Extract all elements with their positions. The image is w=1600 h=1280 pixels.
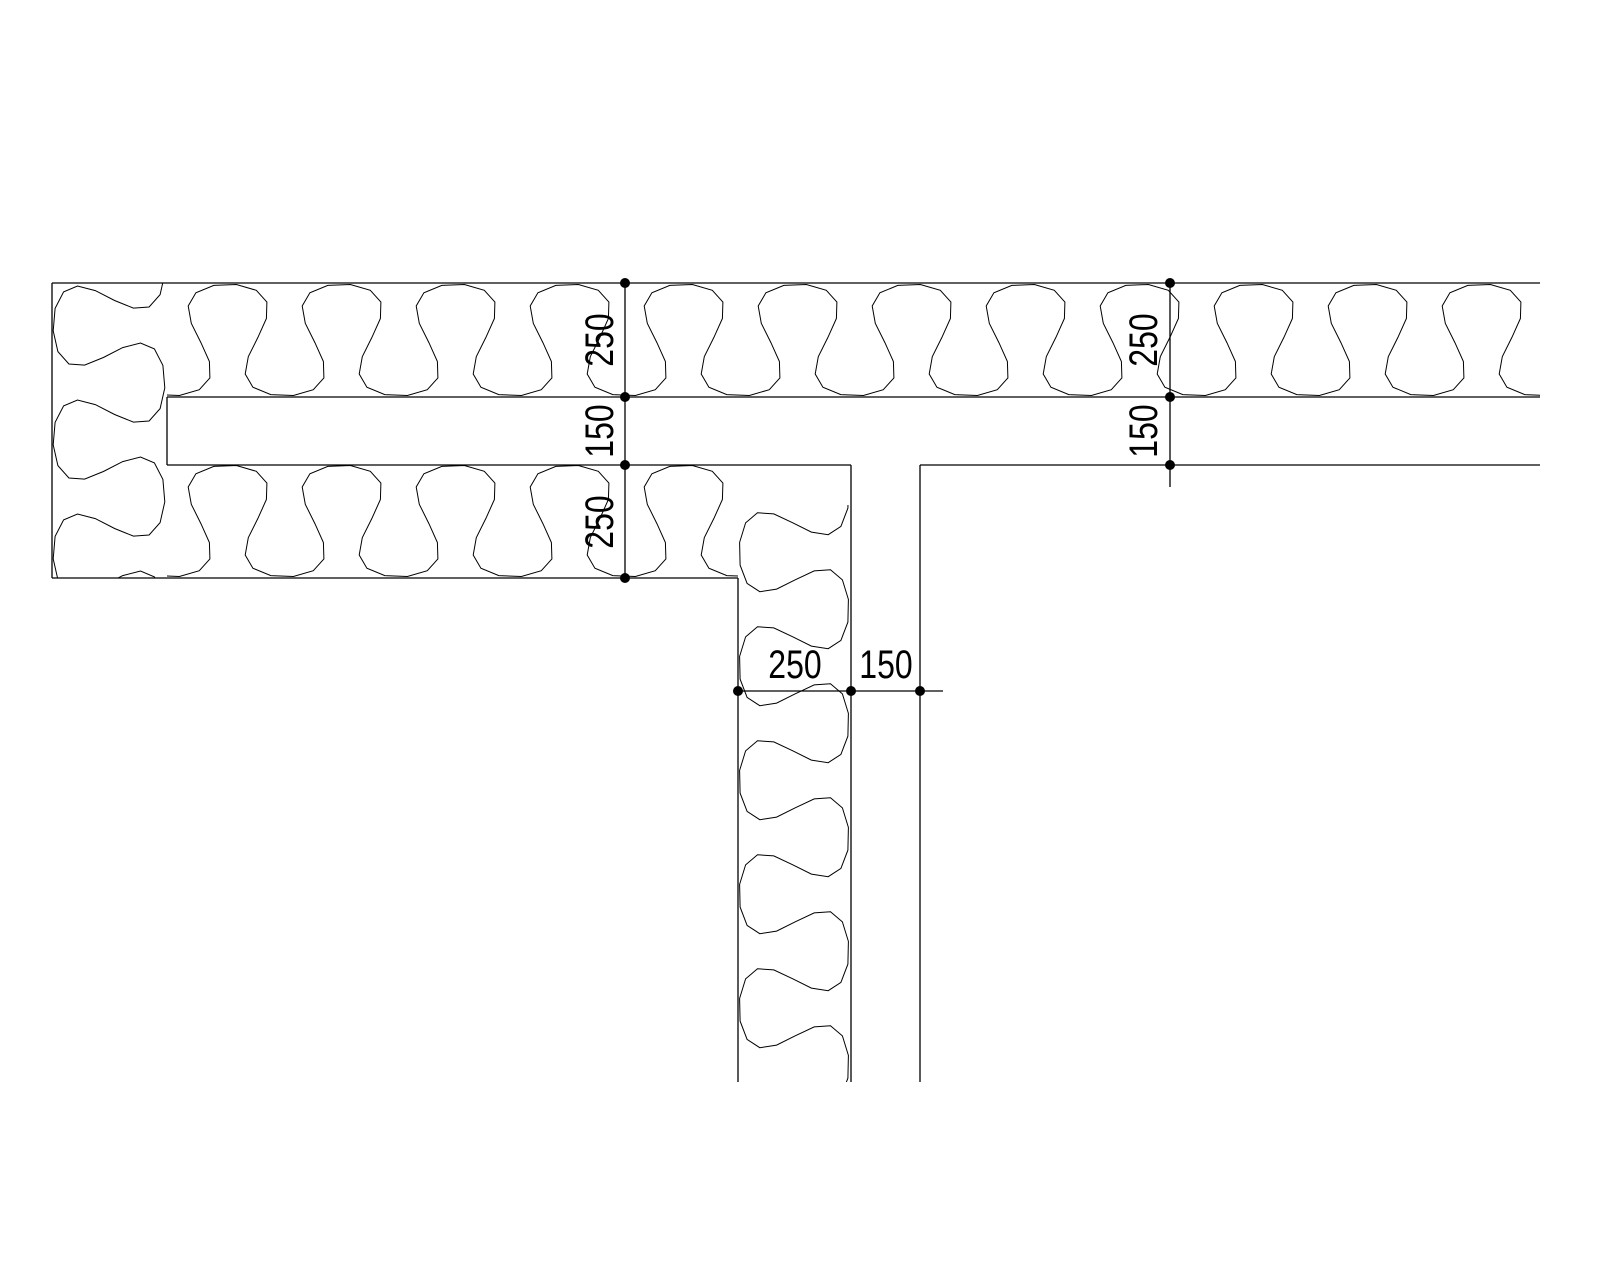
dimension-tick: [620, 573, 630, 583]
dimension-tick: [620, 392, 630, 402]
dimension-tick: [846, 686, 856, 696]
batt-insulation-curve: [167, 465, 738, 578]
dimension-tick: [1165, 392, 1175, 402]
batt-insulation-curve: [167, 283, 1540, 397]
dimension-label: 250: [1121, 313, 1166, 366]
dimension-label: 150: [1121, 404, 1166, 457]
batt-insulation-hatch: [52, 283, 1540, 1082]
wall-outlines: [51, 282, 1540, 1082]
dimension-label: 150: [577, 404, 622, 457]
dimension-tick: [620, 278, 630, 288]
dimension-tick: [620, 460, 630, 470]
batt-insulation-curve: [739, 505, 849, 1082]
batt-insulation-curve: [52, 283, 166, 578]
dimension-label: 150: [859, 642, 912, 687]
dimension-tick: [1165, 278, 1175, 288]
dimension-tick: [915, 686, 925, 696]
dimension-label: 250: [768, 642, 821, 687]
dimension-right: 250 150: [1121, 278, 1175, 487]
dimension-bottom: 250 150: [733, 642, 943, 696]
dimension-label: 250: [577, 495, 622, 548]
dimension-left: 250 150 250: [577, 278, 630, 583]
dimension-tick: [733, 686, 743, 696]
dimension-label: 250: [577, 313, 622, 366]
dimension-tick: [1165, 460, 1175, 470]
